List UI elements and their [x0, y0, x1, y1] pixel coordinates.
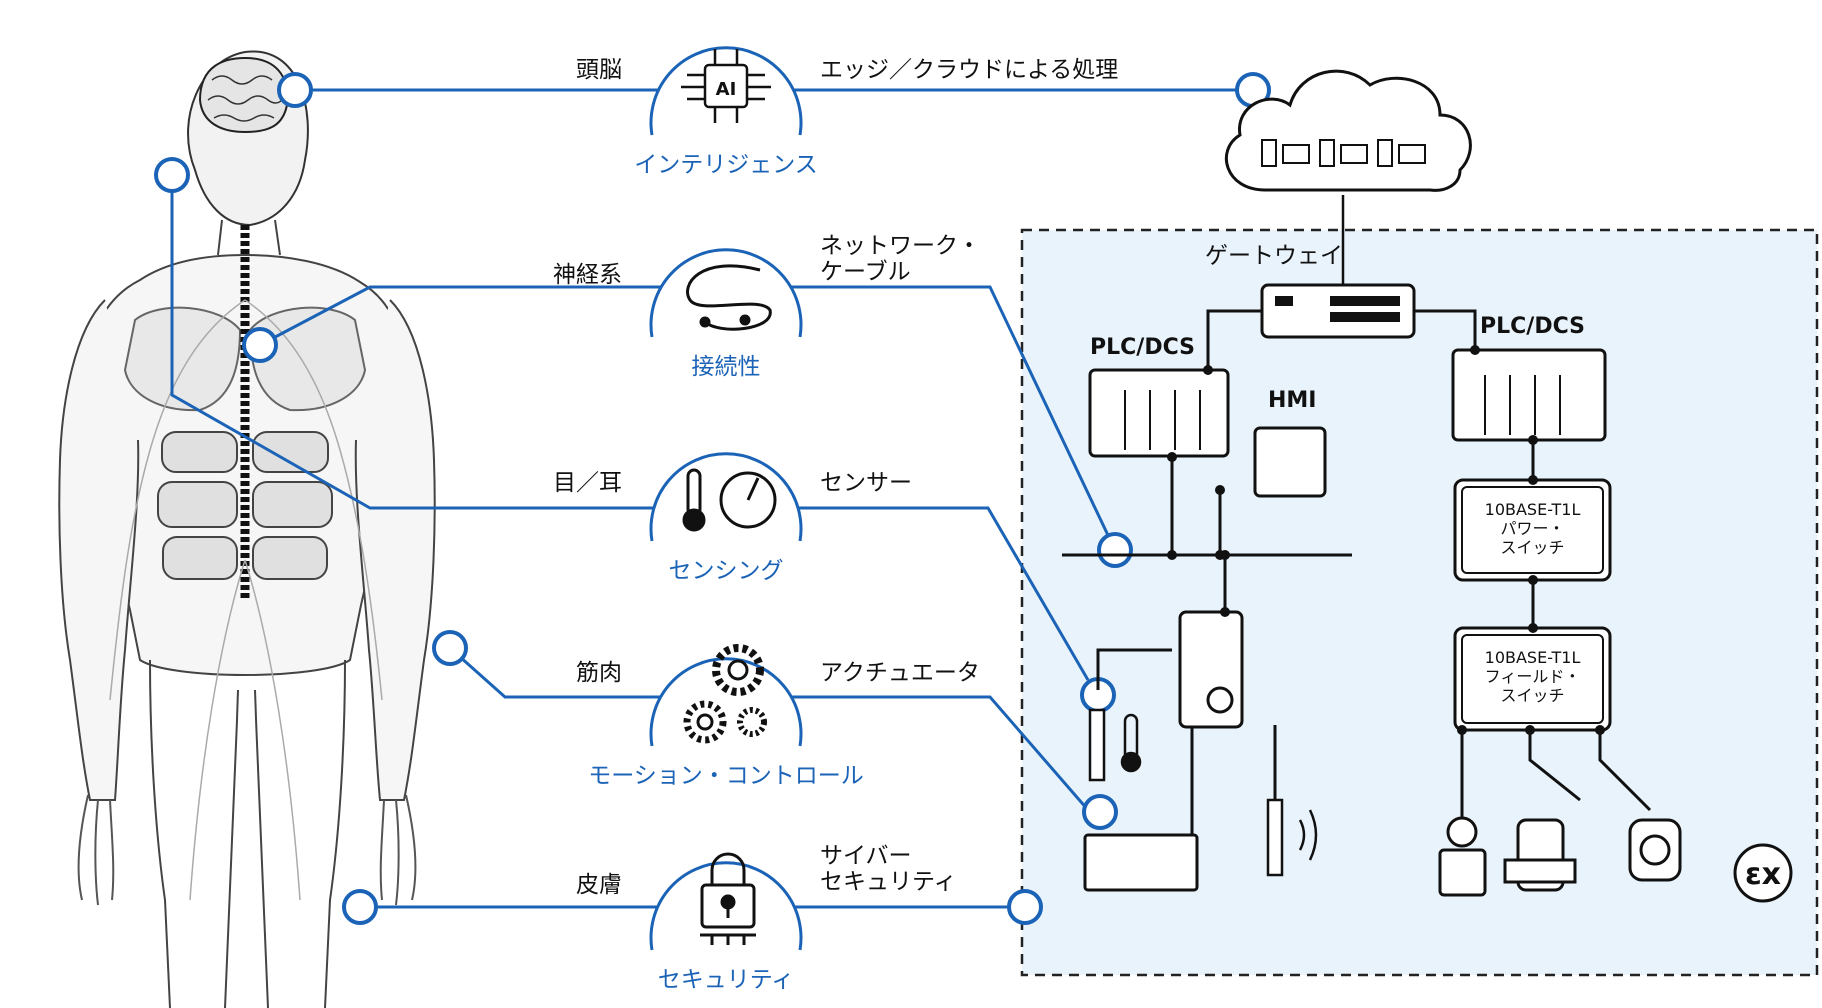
padlock-icon — [700, 852, 756, 945]
connectivity-caption: 接続性 — [691, 354, 761, 380]
hmi-label: HMI — [1268, 388, 1317, 413]
field-switch-label: 10BASE-T1L フィールド・ スイッチ — [1484, 648, 1581, 705]
gateway-device — [1260, 283, 1416, 339]
ex-mark-icon: εx — [1733, 843, 1793, 903]
cable-icon — [686, 264, 772, 331]
muscle-label: 筋肉 — [576, 660, 622, 686]
function-icon-circles — [649, 46, 803, 951]
gateway-label: ゲートウェイ — [1205, 243, 1343, 269]
plc-right-device — [1451, 348, 1607, 442]
gears-icon — [683, 644, 767, 744]
power-switch-label: 10BASE-T1L パワー・ スイッチ — [1484, 500, 1581, 557]
thermometer-gauge-icon — [682, 468, 777, 532]
security-caption: セキュリティ — [657, 967, 795, 993]
plc-left-device — [1088, 368, 1230, 458]
actuator-board-device — [1083, 833, 1199, 892]
level-sensor — [1266, 798, 1284, 877]
ai-chip-icon: AI — [681, 49, 771, 123]
actuator-label: アクチュエータ — [820, 660, 980, 686]
skin-label: 皮膚 — [576, 872, 622, 898]
eyes-ears-label: 目／耳 — [553, 470, 622, 496]
sensing-caption: センシング — [668, 558, 784, 584]
probe-thermometer-icon — [1120, 713, 1142, 773]
motion-control-caption: モーション・コントロール — [588, 763, 864, 789]
intelligence-caption: インテリジェンス — [634, 152, 818, 178]
edge-cloud-label: エッジ／クラウドによる処理 — [820, 57, 1119, 83]
network-cable-label: ネットワーク・ ケーブル — [820, 233, 981, 285]
svg-text:AI: AI — [716, 79, 737, 100]
server-icons — [1261, 139, 1426, 167]
temperature-probe — [1088, 708, 1106, 782]
cybersecurity-label: サイバー セキュリティ — [820, 843, 957, 895]
plc-right-label: PLC/DCS — [1480, 314, 1585, 339]
svg-text:εx: εx — [1745, 857, 1781, 892]
sensor-label: センサー — [820, 470, 912, 496]
field-instruments — [1438, 816, 1682, 897]
hmi-device — [1253, 426, 1327, 498]
human-body-figure — [58, 50, 436, 1008]
plc-left-label: PLC/DCS — [1090, 335, 1195, 360]
nervous-system-label: 神経系 — [553, 262, 622, 288]
brain-label: 頭脳 — [576, 57, 622, 83]
